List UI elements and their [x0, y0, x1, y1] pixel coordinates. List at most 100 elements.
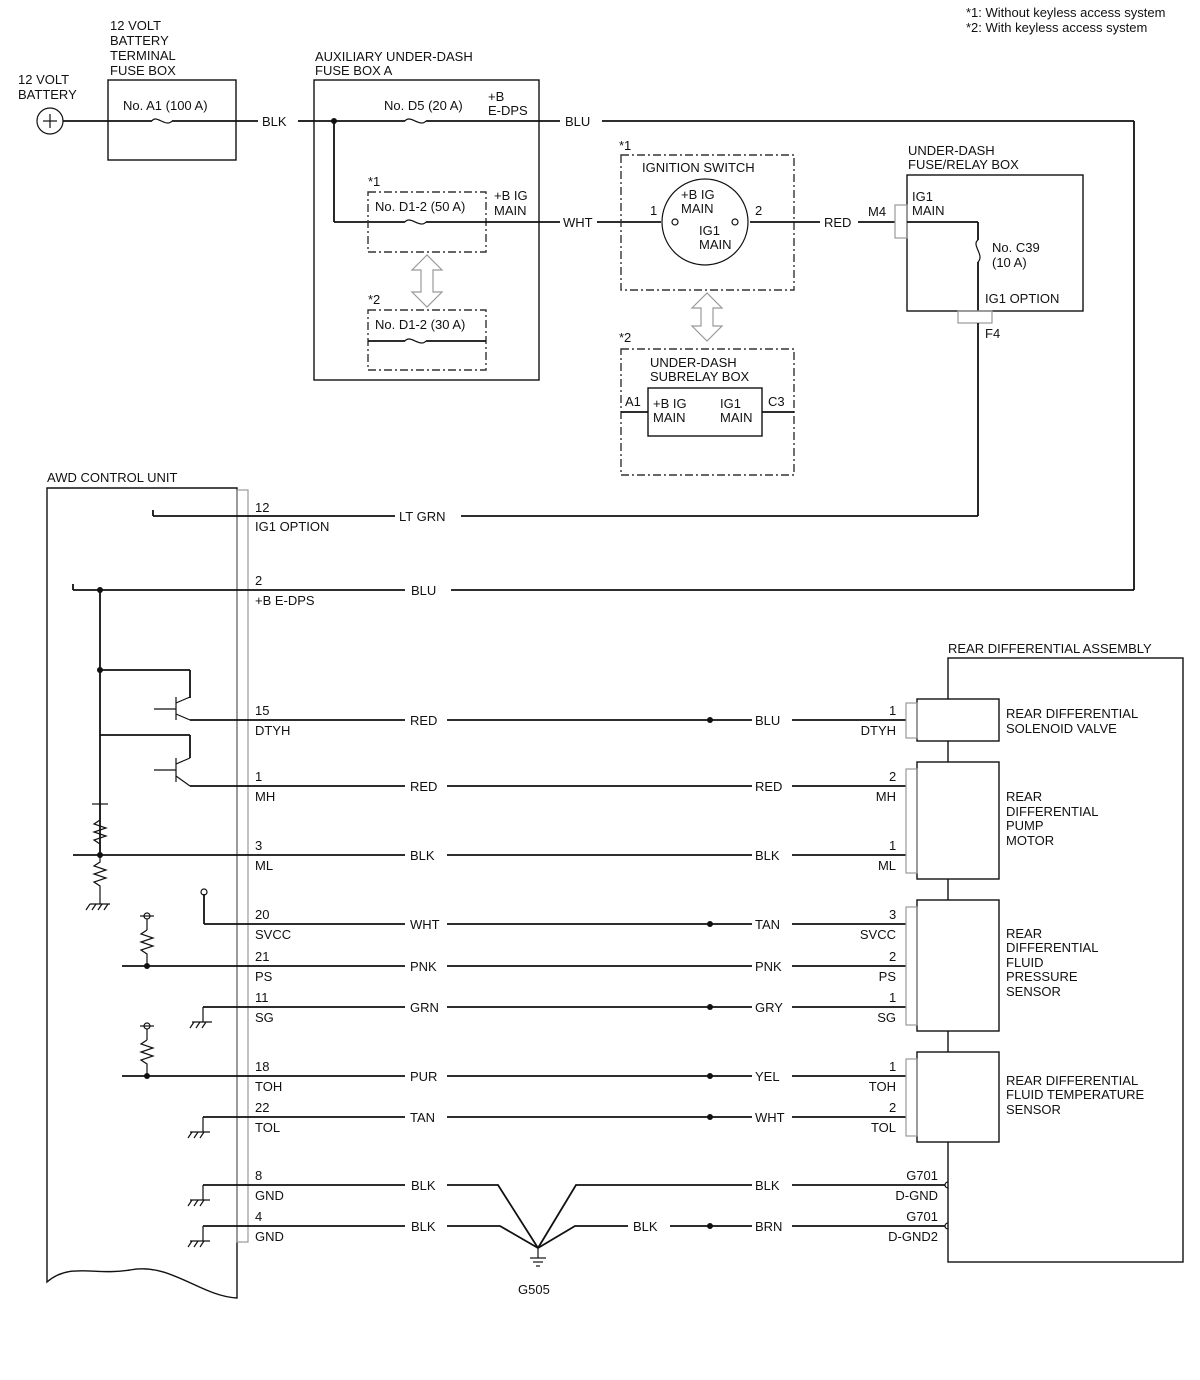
rd-pin-sg: 1 — [889, 990, 896, 1005]
gnd-wire-right-0: BLK — [755, 1178, 780, 1193]
fuse-a1-label: No. A1 (100 A) — [123, 98, 208, 113]
fuse-d12-50a-symbol — [404, 219, 427, 225]
press-label-5: SENSOR — [1006, 984, 1061, 999]
fuse-relay-ig1opt: IG1 OPTION — [985, 291, 1059, 306]
ign-bigmain-2: MAIN — [681, 201, 714, 216]
fuse-c39-label-1: No. C39 — [992, 240, 1040, 255]
ground-g505-symbol — [530, 1248, 546, 1267]
pump-label-1: REAR — [1006, 789, 1042, 804]
gnd-wire-left-1: BLK — [411, 1219, 436, 1234]
rd-pin-svcc: 3 — [889, 907, 896, 922]
aux-fuse-box — [313, 79, 540, 381]
rd-pin-mh: 2 — [889, 769, 896, 784]
terminal-fuse-box-title-4: FUSE BOX — [110, 63, 176, 78]
wire-ltgrn-label: LT GRN — [399, 509, 445, 524]
fuse-d12-star2: *2 — [368, 292, 380, 307]
gnd-wire-right-1: BRN — [755, 1219, 782, 1234]
awd-pin-18: 18 — [255, 1059, 269, 1074]
gnd-wire-left-0: BLK — [411, 1178, 436, 1193]
awd-pin-12: 12 — [255, 500, 269, 515]
wire-left-ml: BLK — [410, 848, 435, 863]
ground-g505-label: G505 — [518, 1282, 550, 1297]
wire-right-toh: YEL — [755, 1069, 780, 1084]
gnd8-wire — [447, 1184, 539, 1249]
rd-pin-name-svcc: SVCC — [860, 927, 896, 942]
awd-pin-name-dtyh: DTYH — [255, 723, 290, 738]
edps-label-2: E-DPS — [488, 103, 528, 118]
rd-gnd-name-0: D-GND — [895, 1188, 938, 1203]
rd-pin-ml: 1 — [889, 838, 896, 853]
temp-label-2: FLUID TEMPERATURE — [1006, 1087, 1145, 1102]
fuse-d5-symbol — [404, 118, 427, 124]
wire-left-dtyh: RED — [410, 713, 437, 728]
terminal-fuse-box — [107, 79, 237, 161]
wire-left-ps: PNK — [410, 959, 437, 974]
awd-pin-name-ml: ML — [255, 858, 273, 873]
igmain-label-2: MAIN — [494, 203, 527, 218]
rd-pin-name-sg: SG — [877, 1010, 896, 1025]
press-label-4: PRESSURE — [1006, 969, 1078, 984]
transistor-mh — [154, 757, 191, 787]
fuse-d5-label: No. D5 (20 A) — [384, 98, 463, 113]
awd-pin-name-toh: TOH — [255, 1079, 282, 1094]
gnd-wire-mid: BLK — [633, 1219, 658, 1234]
option-swap-arrow-2 — [690, 292, 724, 342]
awd-pin-2: 2 — [255, 573, 262, 588]
fuse-relay-title-2: FUSE/RELAY BOX — [908, 157, 1019, 172]
awd-pin-1: 1 — [255, 769, 262, 784]
terminal-fuse-box-title-1: 12 VOLT — [110, 18, 161, 33]
tol-ground-symbol — [187, 1117, 210, 1139]
rd-gnd-pin-1: G701 — [906, 1209, 938, 1224]
ign-ig1main-2: MAIN — [699, 237, 732, 252]
rd-pin-name-mh: MH — [876, 789, 896, 804]
ps-pullup-resistor — [139, 912, 155, 966]
wire-wht-label: WHT — [563, 215, 593, 230]
awd-pin-21: 21 — [255, 949, 269, 964]
battery-label-line2: BATTERY — [18, 87, 77, 102]
fuse-d12-30a-option — [367, 309, 487, 371]
fuse-relay-title-1: UNDER-DASH — [908, 143, 995, 158]
subrelay-pin-c3: C3 — [768, 394, 785, 409]
fuse-d12-star1: *1 — [368, 174, 380, 189]
fuse-relay-ig1main-1: IG1 — [912, 189, 933, 204]
rear-diff-title: REAR DIFFERENTIAL ASSEMBLY — [948, 641, 1152, 656]
awd-pin-name-mh: MH — [255, 789, 275, 804]
rd-pin-tol: 2 — [889, 1100, 896, 1115]
awd-pin-name-svcc: SVCC — [255, 927, 291, 942]
fuse-c39-symbol — [975, 239, 981, 263]
terminal-fuse-box-title-3: TERMINAL — [110, 48, 176, 63]
aux-fuse-box-title-2: FUSE BOX A — [315, 63, 393, 78]
subrelay-pin-a1: A1 — [625, 394, 641, 409]
pressure-sensor-block — [916, 899, 1000, 1032]
temp-sensor-block — [916, 1051, 1000, 1143]
temp-label-3: SENSOR — [1006, 1102, 1061, 1117]
wire-left-toh: PUR — [410, 1069, 437, 1084]
wire-blu-top-label: BLU — [565, 114, 590, 129]
wire-right-dtyh: BLU — [755, 713, 780, 728]
pump-motor-block — [916, 761, 1000, 880]
pump-label-4: MOTOR — [1006, 833, 1054, 848]
battery-symbol — [36, 107, 64, 135]
fuse-d12-50a-label: No. D1-2 (50 A) — [375, 199, 465, 214]
rd-pin-dtyh: 1 — [889, 703, 896, 718]
gnd8-ground-symbol — [187, 1185, 210, 1207]
awd-control-unit — [46, 487, 238, 1299]
ml-resistor-network — [85, 803, 110, 911]
aux-fuse-box-title-1: AUXILIARY UNDER-DASH — [315, 49, 473, 64]
fuse-d12-30a-symbol — [404, 338, 427, 344]
transistor-dtyh — [154, 696, 191, 721]
splice-dtyh — [707, 717, 713, 723]
ignition-switch-star: *1 — [619, 138, 631, 153]
toh-pullup-resistor — [139, 1022, 155, 1076]
pump-label-3: PUMP — [1006, 818, 1044, 833]
subrelay-title-2: SUBRELAY BOX — [650, 369, 750, 384]
rd-pin-name-ml: ML — [878, 858, 896, 873]
d-gnd2-wire — [537, 1225, 628, 1249]
fuse-relay-pin-f4: F4 — [985, 326, 1000, 341]
temp-label-1: REAR DIFFERENTIAL — [1006, 1073, 1138, 1088]
rd-pin-ps: 2 — [889, 949, 896, 964]
awd-pin-name-tol: TOL — [255, 1120, 280, 1135]
rd-gnd-pin-0: G701 — [906, 1168, 938, 1183]
awd-gnd-name-0: GND — [255, 1188, 284, 1203]
